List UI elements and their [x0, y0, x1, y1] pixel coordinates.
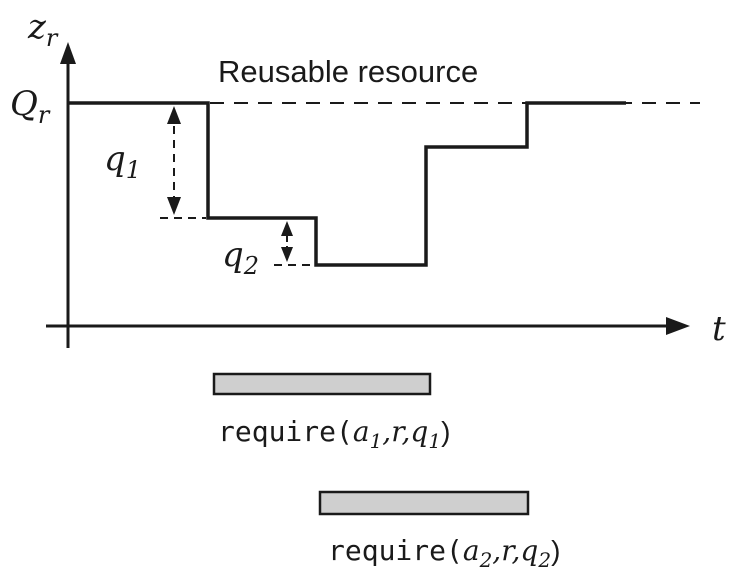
- capacity-label: Qr: [10, 84, 51, 129]
- require-label-2: require(a2,r,q2): [328, 534, 560, 572]
- q1-arrow-up-icon: [167, 106, 181, 124]
- y-axis-label: zr: [27, 7, 59, 52]
- resource-level-curve: [68, 101, 626, 267]
- require-bar-2: [318, 490, 530, 516]
- y-axis-arrowhead: [60, 42, 76, 64]
- q2-arrow-up-icon: [281, 221, 293, 236]
- diagram-title: Reusable resource: [218, 54, 478, 89]
- q1-arrow-down-icon: [167, 197, 181, 215]
- q2-arrow-down-icon: [281, 247, 293, 262]
- x-axis-label: t: [712, 309, 726, 349]
- require-label-1: require(a1,r,q1): [218, 415, 450, 453]
- x-axis-arrowhead: [666, 317, 690, 335]
- q1-label: q1: [104, 139, 141, 184]
- q2-label: q2: [222, 235, 259, 280]
- require-bar-1: [212, 372, 432, 396]
